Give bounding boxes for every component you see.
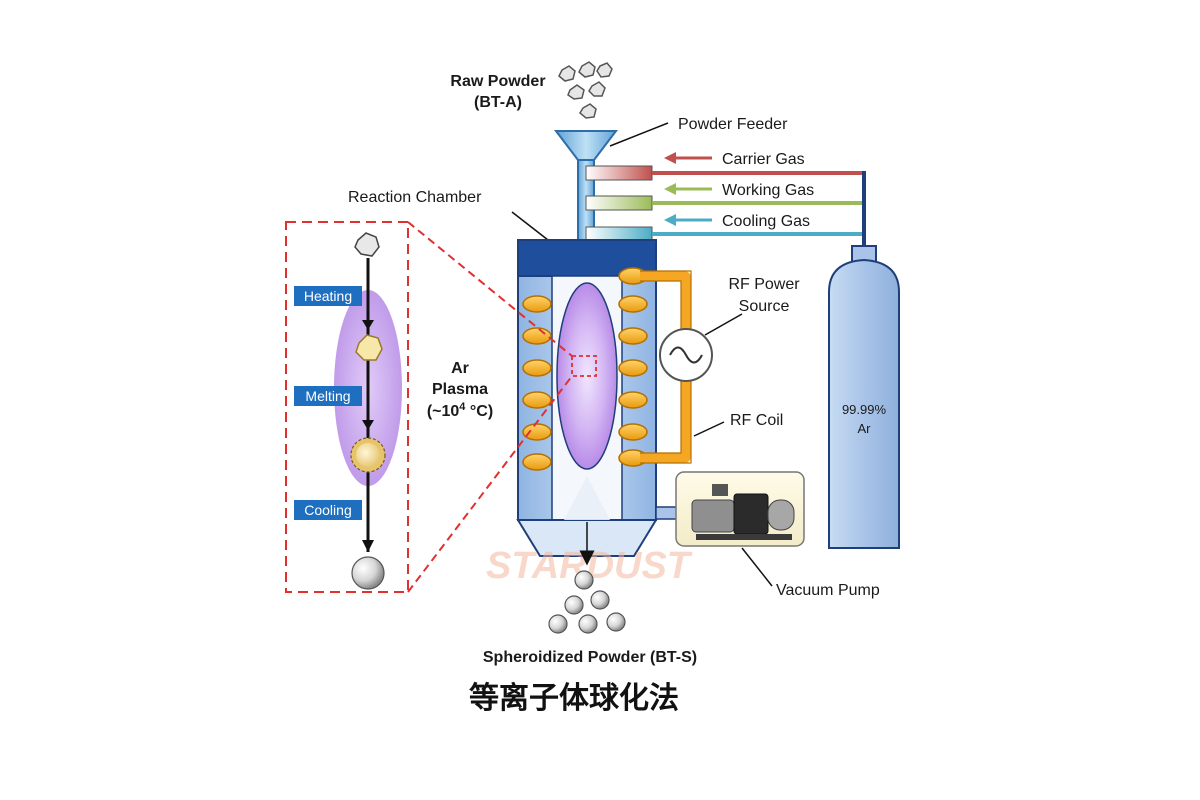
diagram-caption: 等离子体球化法 <box>469 681 679 716</box>
powder-feeder-leader <box>609 122 669 147</box>
rf-coil-label: RF Coil <box>730 412 783 429</box>
rf-power-source <box>659 328 713 382</box>
raw-powder-code: (BT-A) <box>474 94 522 111</box>
rf-power-label: RF Power <box>728 276 800 293</box>
step-cooling-label: Cooling <box>304 502 351 518</box>
zoom-line-bottom <box>407 375 573 593</box>
argon-cylinder <box>828 245 900 549</box>
reaction-chamber-label: Reaction Chamber <box>348 189 482 206</box>
inset-raw-particle <box>354 232 380 257</box>
spheroidized-powder-particles <box>548 570 626 634</box>
rf-power-leader <box>704 313 743 336</box>
inset-spherical-particle <box>351 556 385 590</box>
inset-arrowhead-2 <box>362 420 374 430</box>
working-gas-label: Working Gas <box>722 182 814 199</box>
vacuum-pump-leader <box>741 547 773 587</box>
carrier-gas-line <box>585 152 866 181</box>
argon-cylinder-purity: 99.99% <box>842 402 887 417</box>
reaction-chamber-leader <box>511 211 549 241</box>
argon-cylinder-gas: Ar <box>858 421 872 436</box>
zoom-region-marker <box>571 355 597 377</box>
rf-coil-turns <box>522 267 648 471</box>
rf-coil-leads <box>640 271 691 463</box>
zoom-line-top <box>407 221 573 357</box>
plasma-label-temperature: (~104 °C) <box>427 401 493 420</box>
rf-coil-leader <box>693 421 725 437</box>
step-melting-label: Melting <box>305 388 350 404</box>
plasma-label-ar: Ar <box>451 360 469 377</box>
inset-arrowhead-1 <box>362 320 374 330</box>
step-cooling: Cooling <box>294 500 362 520</box>
process-inset-frame <box>285 221 409 593</box>
inset-molten-particle <box>350 437 386 473</box>
raw-powder-label: Raw Powder <box>450 73 545 90</box>
inset-arrowhead-3 <box>362 540 374 552</box>
plasma-tail <box>564 476 610 520</box>
powder-feeder-label: Powder Feeder <box>678 116 788 133</box>
step-melting: Melting <box>294 386 362 406</box>
vacuum-pump-label: Vacuum Pump <box>776 582 880 599</box>
step-heating-label: Heating <box>304 288 352 304</box>
working-gas-line <box>585 183 866 211</box>
step-heating: Heating <box>294 286 362 306</box>
vacuum-pump <box>675 471 805 547</box>
carrier-gas-label: Carrier Gas <box>722 151 805 168</box>
rf-power-label-source: Source <box>739 298 790 315</box>
spheroidized-powder-label: Spheroidized Powder (BT-S) <box>483 649 697 666</box>
raw-powder-particles <box>558 61 613 119</box>
inset-heated-particle <box>355 334 383 361</box>
cooling-gas-label: Cooling Gas <box>722 213 810 230</box>
plasma-label-plasma: Plasma <box>432 381 488 398</box>
